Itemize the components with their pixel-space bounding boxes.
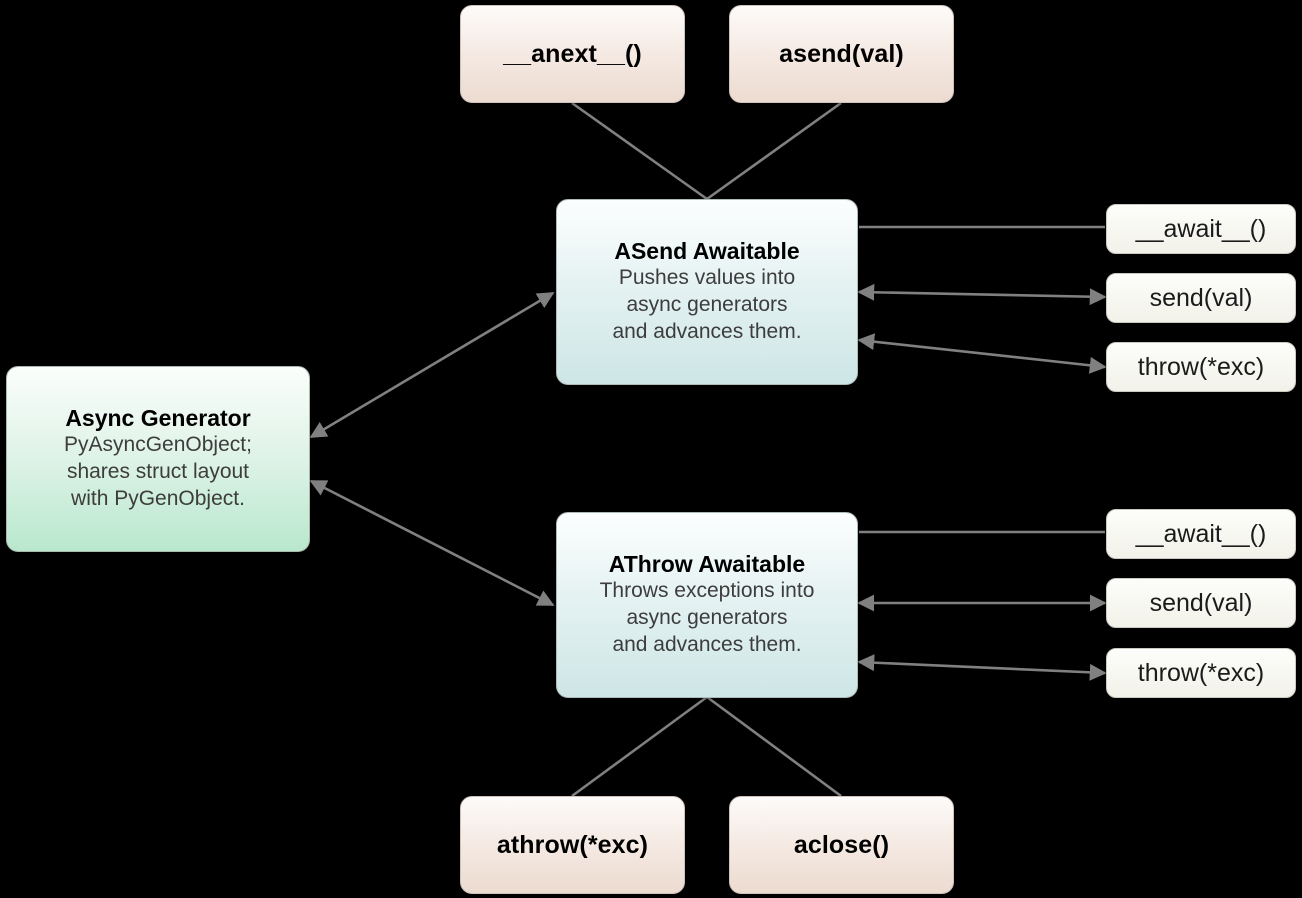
- method-label: __anext__(): [503, 39, 642, 68]
- edge-anext-to-asend: [571, 101, 708, 201]
- method-label: send(val): [1149, 588, 1253, 617]
- method-label: send(val): [1149, 283, 1253, 312]
- edge-athrow-throw: [857, 654, 1107, 681]
- method-node-aclose[interactable]: aclose(): [729, 796, 954, 894]
- concept-description: PyAsyncGenObject; shares struct layout w…: [64, 433, 252, 511]
- protocol-node-athrow-send[interactable]: send(val): [1106, 578, 1296, 628]
- concept-description: Throws exceptions into async generators …: [599, 579, 815, 657]
- method-label: asend(val): [779, 39, 904, 68]
- edge-athrow-to-athrow-method: [571, 695, 708, 798]
- edge-generator-athrow: [309, 479, 555, 607]
- concept-title: ASend Awaitable: [614, 237, 800, 264]
- method-label: throw(*exc): [1137, 658, 1265, 687]
- edge-asend-send: [857, 283, 1107, 306]
- method-label: __await__(): [1135, 519, 1267, 548]
- concept-title: AThrow Awaitable: [608, 550, 806, 577]
- edge-athrow-to-aclose: [706, 695, 842, 798]
- method-node-athrow[interactable]: athrow(*exc): [460, 796, 685, 894]
- protocol-node-asend-await[interactable]: __await__(): [1106, 204, 1296, 254]
- protocol-node-asend-send[interactable]: send(val): [1106, 273, 1296, 323]
- method-label: __await__(): [1135, 214, 1267, 243]
- concept-title: Async Generator: [65, 404, 251, 431]
- method-node-asend[interactable]: asend(val): [729, 5, 954, 103]
- method-label: athrow(*exc): [496, 830, 649, 859]
- method-label: throw(*exc): [1137, 352, 1265, 381]
- concept-node-athrow-awaitable[interactable]: AThrow Awaitable Throws exceptions into …: [556, 512, 858, 698]
- edge-asend-throw: [857, 333, 1107, 374]
- concept-node-asend-awaitable[interactable]: ASend Awaitable Pushes values into async…: [556, 199, 858, 385]
- edge-asend-method-to-asend: [706, 101, 842, 201]
- concept-description: Pushes values into async generators and …: [612, 266, 802, 344]
- protocol-node-athrow-throw[interactable]: throw(*exc): [1106, 648, 1296, 698]
- edge-generator-asend: [309, 291, 555, 439]
- protocol-node-athrow-await[interactable]: __await__(): [1106, 509, 1296, 559]
- method-label: aclose(): [793, 830, 890, 859]
- concept-node-async-generator[interactable]: Async Generator PyAsyncGenObject; shares…: [6, 366, 310, 552]
- protocol-node-asend-throw[interactable]: throw(*exc): [1106, 342, 1296, 392]
- method-node-anext[interactable]: __anext__(): [460, 5, 685, 103]
